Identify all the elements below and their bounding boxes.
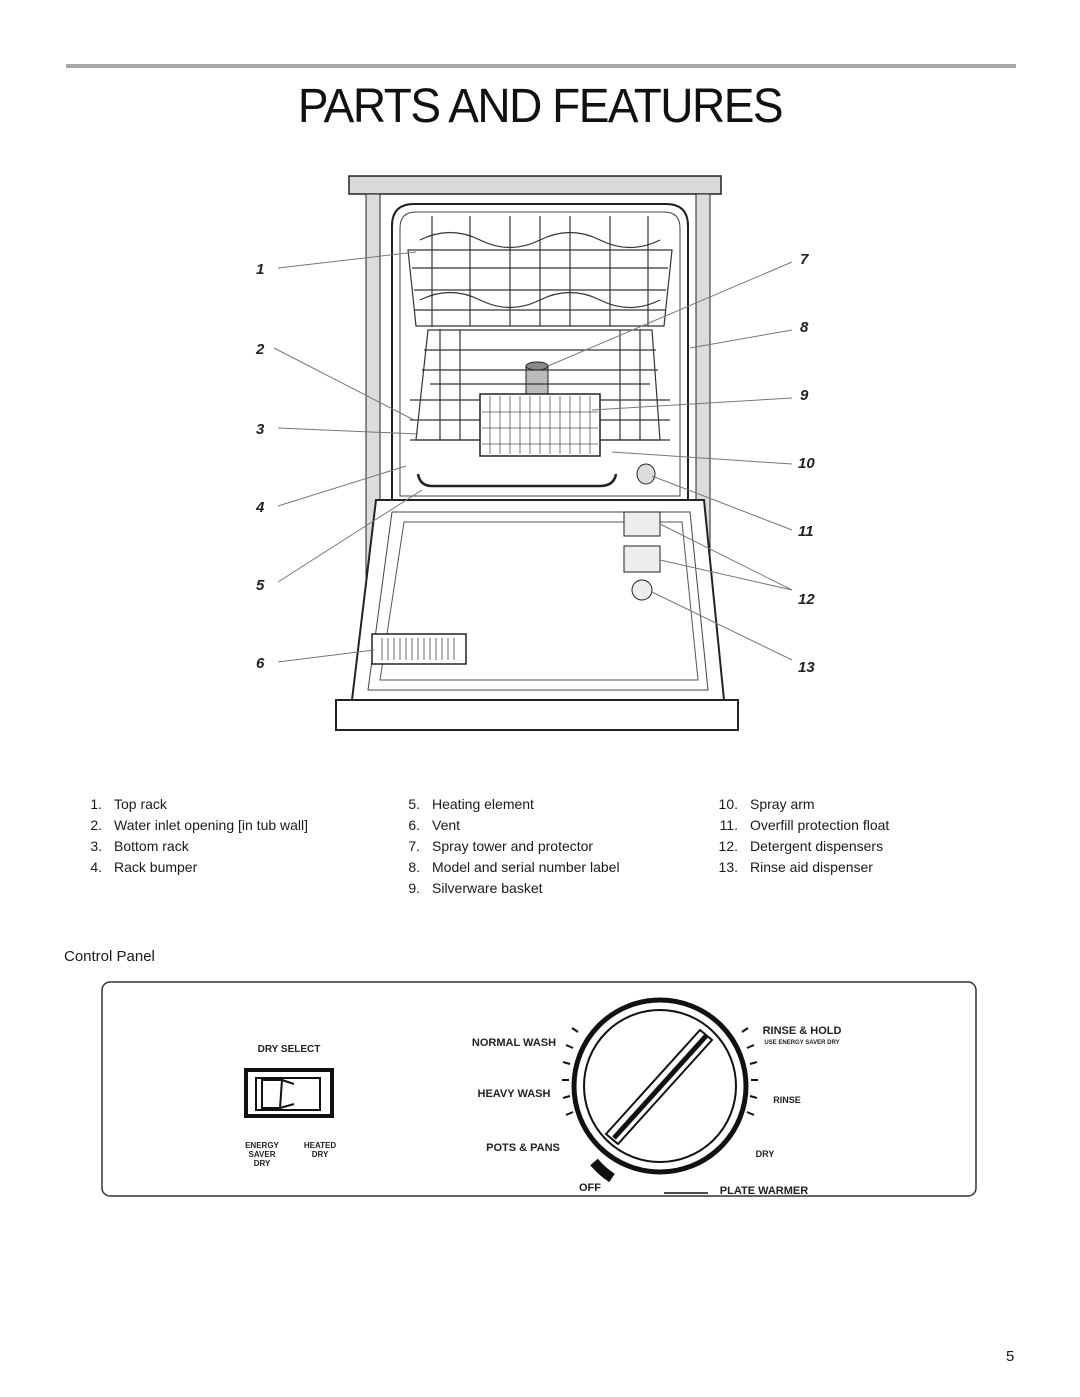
list-item: 11.Overfill protection float — [719, 817, 890, 833]
list-item: 5.Heating element — [408, 796, 534, 812]
svg-text:ENERGY: ENERGY — [245, 1141, 279, 1150]
page-title: PARTS AND FEATURES — [297, 77, 784, 133]
callout-13: 13 — [798, 659, 815, 676]
top-rule — [66, 64, 1016, 68]
cycle-dial — [562, 997, 758, 1183]
svg-text:DRY: DRY — [312, 1150, 329, 1159]
pots-pans-label: POTS & PANS — [486, 1142, 560, 1154]
list-item: 8.Model and serial number label — [408, 859, 620, 875]
callout-11: 11 — [798, 523, 814, 540]
list-item: 1.Top rack — [90, 796, 167, 812]
list-item: 4.Rack bumper — [90, 859, 198, 875]
callout-1: 1 — [256, 261, 264, 278]
rinse-hold-note: USE ENERGY SAVER DRY — [764, 1040, 839, 1046]
dry-select-switch — [244, 1068, 334, 1118]
list-item: 13.Rinse aid dispenser — [718, 859, 873, 875]
callout-5: 5 — [256, 577, 265, 594]
dishwasher-diagram: 1 2 3 4 5 6 7 8 9 10 11 12 13 — [255, 175, 815, 731]
rinse-hold-label: RINSE & HOLD — [763, 1025, 842, 1037]
dry-label: DRY — [756, 1149, 775, 1159]
normal-wash-label: NORMAL WASH — [472, 1037, 556, 1049]
svg-text:HEATED: HEATED — [304, 1141, 337, 1150]
callout-6: 6 — [256, 655, 265, 672]
parts-list-col3: 10.Spray arm 11.Overfill protection floa… — [702, 794, 890, 878]
plate-warmer-label: PLATE WARMER — [720, 1185, 808, 1197]
off-label: OFF — [579, 1182, 601, 1194]
parts-list-col2: 5.Heating element 6.Vent 7.Spray tower a… — [384, 794, 620, 899]
list-item: 2.Water inlet opening [in tub wall] — [90, 817, 309, 833]
list-item: 3.Bottom rack — [90, 838, 189, 854]
svg-text:SAVER: SAVER — [249, 1150, 276, 1159]
callout-2: 2 — [255, 341, 265, 358]
page-number: 5 — [1006, 1348, 1015, 1365]
list-item: 12.Detergent dispensers — [718, 838, 884, 854]
callout-3: 3 — [256, 421, 265, 438]
svg-text:DRY: DRY — [254, 1159, 271, 1168]
callout-4: 4 — [255, 499, 265, 516]
list-item: 10.Spray arm — [718, 796, 815, 812]
callout-9: 9 — [800, 387, 809, 404]
list-item: 7.Spray tower and protector — [408, 838, 594, 854]
control-panel-heading: Control Panel — [64, 948, 155, 965]
callout-7: 7 — [800, 251, 809, 268]
parts-list-col1: 1.Top rack 2.Water inlet opening [in tub… — [66, 794, 308, 878]
dry-select-label: DRY SELECT — [258, 1044, 321, 1055]
callout-10: 10 — [798, 455, 815, 472]
list-item: 6.Vent — [408, 817, 461, 833]
rinse-label: RINSE — [773, 1095, 801, 1105]
callout-12: 12 — [798, 591, 815, 608]
heavy-wash-label: HEAVY WASH — [478, 1088, 551, 1100]
list-item: 9.Silverware basket — [408, 880, 543, 896]
callout-8: 8 — [800, 319, 809, 336]
